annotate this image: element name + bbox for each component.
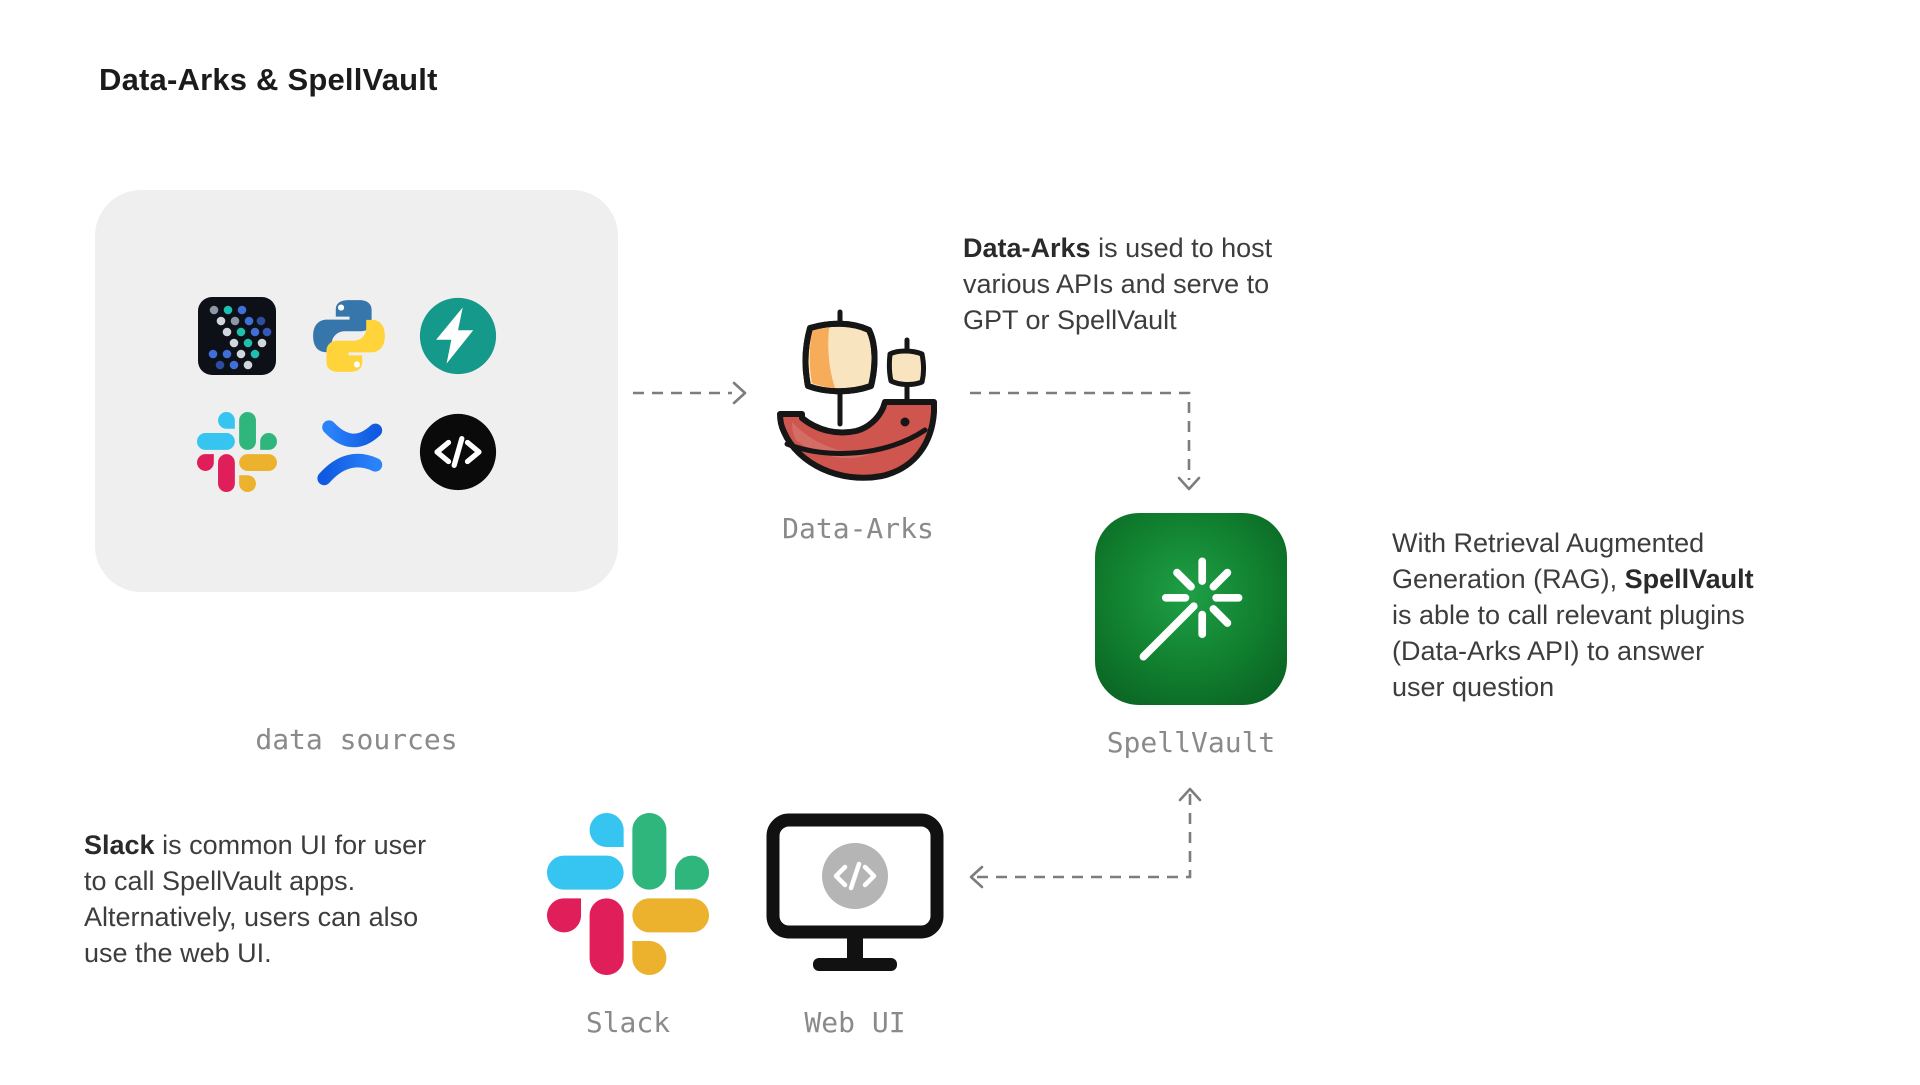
python-icon bbox=[313, 300, 385, 372]
ship-icon bbox=[777, 309, 937, 481]
data-sources-box: data sources bbox=[95, 190, 618, 756]
page-title: Data-Arks & SpellVault bbox=[99, 62, 438, 97]
arrow-spellvault-webui bbox=[969, 787, 1202, 889]
slack-label: Slack bbox=[585, 1006, 671, 1039]
data-arks-label: Data-Arks bbox=[782, 512, 934, 545]
fastapi-icon bbox=[419, 297, 497, 375]
code-icon bbox=[419, 413, 497, 491]
confluence-icon bbox=[317, 420, 383, 486]
spellvault-app-tile bbox=[1095, 513, 1287, 705]
dot-matrix-data-icon bbox=[198, 297, 276, 375]
spellvault-label: SpellVault bbox=[1106, 726, 1276, 759]
arrow-sources-to-dataarks bbox=[633, 381, 747, 405]
arrow-dataarks-to-spellvault bbox=[970, 391, 1201, 491]
web-ui-label: Web UI bbox=[804, 1006, 906, 1039]
monitor-code-icon bbox=[766, 813, 944, 971]
slack-icon bbox=[547, 813, 709, 975]
slack-icon bbox=[197, 412, 277, 492]
data-sources-label: data sources bbox=[255, 723, 458, 756]
magic-wand-icon bbox=[1139, 557, 1243, 661]
